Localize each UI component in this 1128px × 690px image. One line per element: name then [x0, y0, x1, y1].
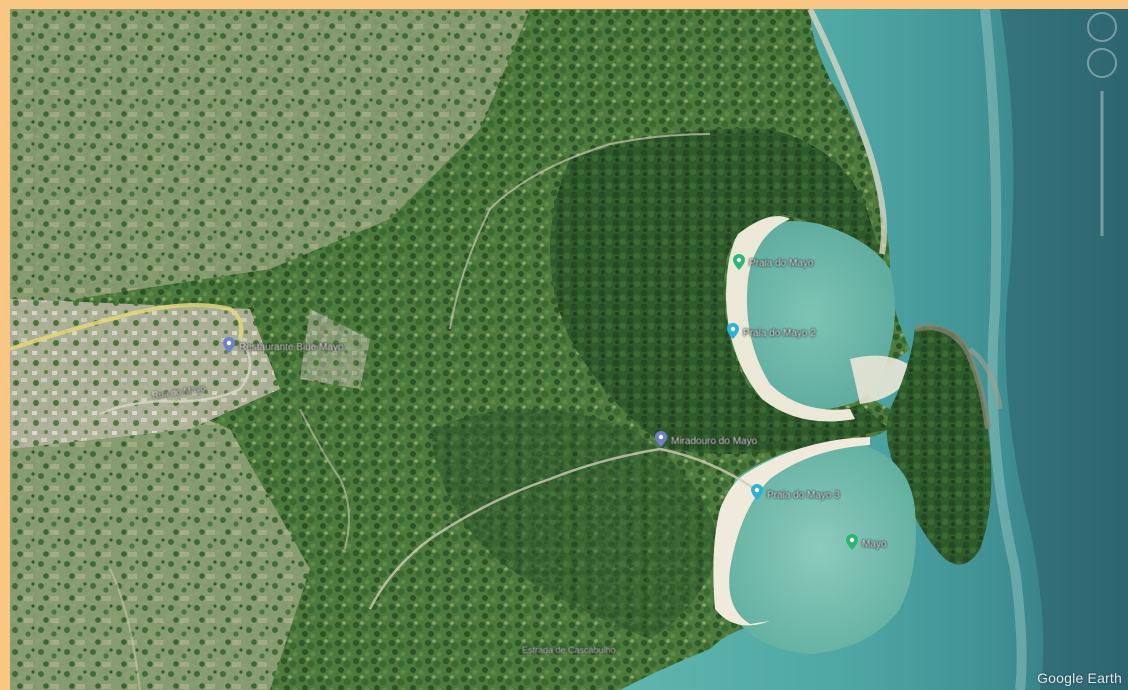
- poi-pin-icon[interactable]: [655, 431, 667, 447]
- beach-pin-icon[interactable]: [751, 484, 763, 500]
- google-earth-attribution: Google Earth: [1037, 670, 1122, 686]
- place-label[interactable]: Mayo: [862, 539, 887, 550]
- place-pin-icon[interactable]: [733, 254, 745, 270]
- place-pin-icon[interactable]: [846, 534, 858, 550]
- beach-pin-icon[interactable]: [727, 323, 739, 339]
- place-label[interactable]: Praia do Mayo 3: [767, 490, 840, 501]
- place-label[interactable]: Praia do Mayo: [749, 258, 814, 269]
- poi-pin-icon[interactable]: [223, 337, 235, 353]
- satellite-map[interactable]: Praia do Mayo Praia do Mayo 2 Praia do M…: [10, 9, 1128, 690]
- compass-control[interactable]: [1080, 11, 1124, 241]
- place-label[interactable]: Praia do Mayo 2: [743, 328, 816, 339]
- satellite-imagery: [10, 9, 1128, 690]
- road-label: Estrada de Cascabulho: [522, 645, 616, 655]
- place-label[interactable]: Restaurante Blue Mayo: [239, 342, 344, 353]
- place-label[interactable]: Miradouro do Mayo: [671, 436, 758, 447]
